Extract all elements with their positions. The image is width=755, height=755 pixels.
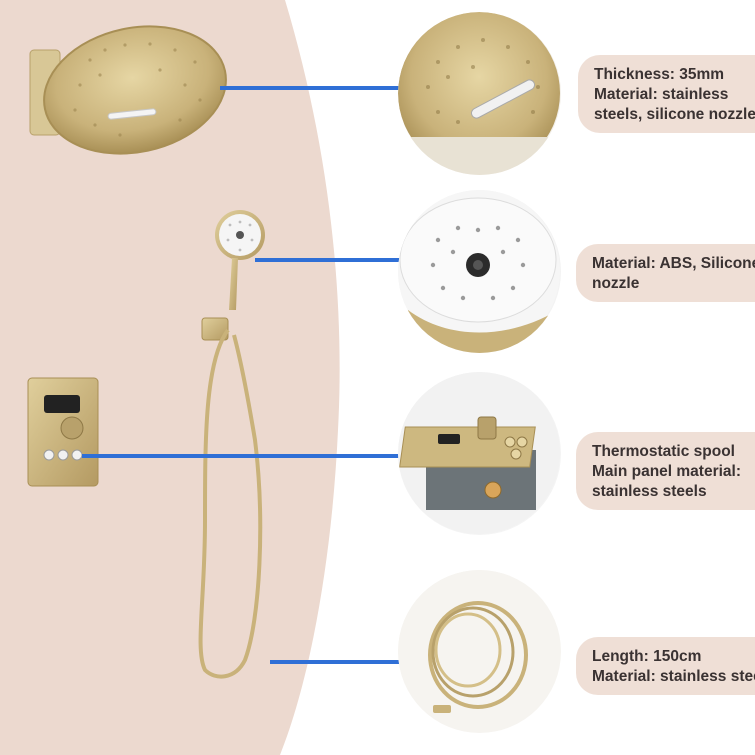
detail-circle-handheld <box>398 190 561 353</box>
callout-valve-line-1: Thermostatic spool <box>592 443 735 460</box>
connector-line-hose <box>270 660 405 664</box>
callout-hose-line-1: Length: 150cm <box>592 648 702 665</box>
callout-valve-line-3: stainless steels <box>592 483 707 500</box>
detail-circle-hose <box>398 570 561 733</box>
connector-line-panel <box>82 454 405 458</box>
rain-head-closeup-image <box>398 12 561 175</box>
valve-closeup-image <box>398 372 560 534</box>
hose-illustration <box>198 328 263 679</box>
connector-line-handheld <box>255 258 405 262</box>
rain-shower-head-illustration <box>29 25 227 155</box>
callout-hose-line-2: Material: stainless steel <box>592 668 755 685</box>
callout-handheld-line-1: Material: ABS, Silicone <box>592 255 755 272</box>
callout-rain-head-line-2: Material: stainless <box>594 86 729 103</box>
detail-circle-rain-head <box>398 12 561 175</box>
hose-closeup-image <box>398 570 560 732</box>
handheld-shower-illustration <box>201 210 265 341</box>
handheld-closeup-image <box>398 190 560 353</box>
callout-rain-head-line-1: Thickness: 35mm <box>594 66 725 83</box>
callout-handheld: Material: ABS, Silicone nozzle <box>576 244 755 302</box>
detail-circle-valve <box>398 372 561 535</box>
callout-rain-head: Thickness: 35mm Material: stainless stee… <box>578 55 755 133</box>
callout-rain-head-line-3: steels, silicone nozzle <box>594 106 755 123</box>
callout-valve-line-2: Main panel material: <box>592 463 742 480</box>
thermostatic-panel-illustration <box>27 377 99 487</box>
callout-hose: Length: 150cm Material: stainless steel <box>576 637 755 695</box>
connector-line-rain-head <box>220 86 415 90</box>
callout-valve: Thermostatic spool Main panel material: … <box>576 432 755 510</box>
callout-handheld-line-2: nozzle <box>592 275 640 292</box>
